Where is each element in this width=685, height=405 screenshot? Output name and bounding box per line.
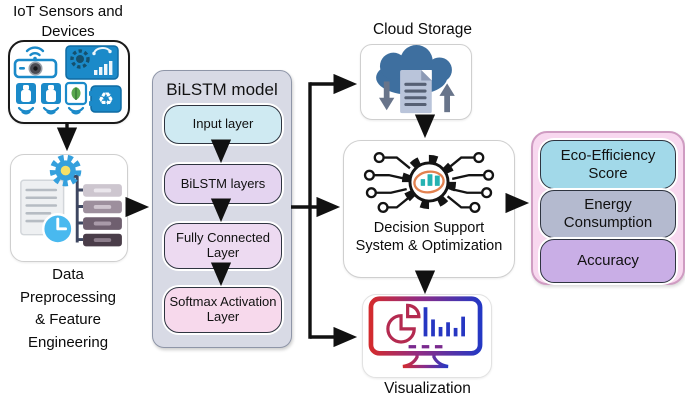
connector-line: [65, 174, 84, 243]
monitor-icon: [368, 296, 483, 369]
iot-title: IoT Sensors and Devices: [13, 3, 123, 40]
output-energy-consumption: Energy Consumption: [540, 190, 676, 238]
mini-bar-chart-icon: [420, 174, 440, 186]
download-arrow-icon: [379, 81, 395, 111]
output-accuracy: Accuracy: [540, 239, 676, 283]
gear-network-icon: [363, 152, 495, 213]
iot-devices-icons: ♻: [13, 45, 122, 115]
output-eco-efficiency-score: Eco-Efficiency Score: [540, 140, 676, 189]
monitoring-panel-icon: [65, 45, 119, 80]
upload-arrow-icon: [439, 83, 455, 113]
wifi-icon: [42, 106, 60, 115]
cloud-storage-icon: [376, 45, 455, 114]
bottle-sensor-icon: [16, 83, 36, 104]
file-icon: [400, 69, 432, 114]
layer-fully-connected: Fully Connected Layer: [164, 223, 282, 269]
decision-support-label: Decision Support System & Optimization: [355, 220, 503, 255]
visualization-box: [362, 294, 492, 378]
bottle-sensor-icon: [41, 83, 61, 104]
monitor-stand: [402, 351, 449, 369]
svg-text:♻: ♻: [98, 89, 114, 110]
wifi-icon: [67, 106, 85, 115]
layer-bilstm: BiLSTM layers: [164, 164, 282, 204]
wifi-icon: [17, 106, 35, 115]
iot-devices-box: ♻: [8, 40, 130, 124]
leaf-sensor-icon: [64, 81, 88, 106]
pie-chart-icon: [386, 303, 421, 344]
preprocessing-box: [10, 154, 128, 262]
layer-input: Input layer: [164, 105, 282, 144]
visualization-label: Visualization: [384, 380, 471, 397]
decision-support-box: Decision Support System & Optimization: [343, 140, 515, 278]
layer-softmax: Softmax Activation Layer: [164, 287, 282, 333]
bar-chart-icon: [423, 307, 465, 337]
preprocessing-label: Data Preprocessing & Feature Engineering: [20, 266, 116, 351]
gear-icon: [49, 155, 82, 187]
cloud-storage-box: [360, 44, 472, 120]
camera-icon: [13, 58, 58, 79]
clock-icon: [41, 213, 74, 245]
wifi-icon: [25, 46, 45, 57]
feature-list-icon: [83, 184, 122, 247]
bilstm-model-box: BiLSTM model Input layer BiLSTM layers F…: [152, 70, 292, 348]
preprocessing-icon: [20, 155, 122, 247]
recycle-bin-icon: ♻: [89, 85, 122, 113]
outputs-panel: Eco-Efficiency Score Energy Consumption …: [531, 131, 685, 285]
cloud-storage-label: Cloud Storage: [372, 21, 473, 38]
bilstm-title: BiLSTM model: [166, 80, 278, 99]
